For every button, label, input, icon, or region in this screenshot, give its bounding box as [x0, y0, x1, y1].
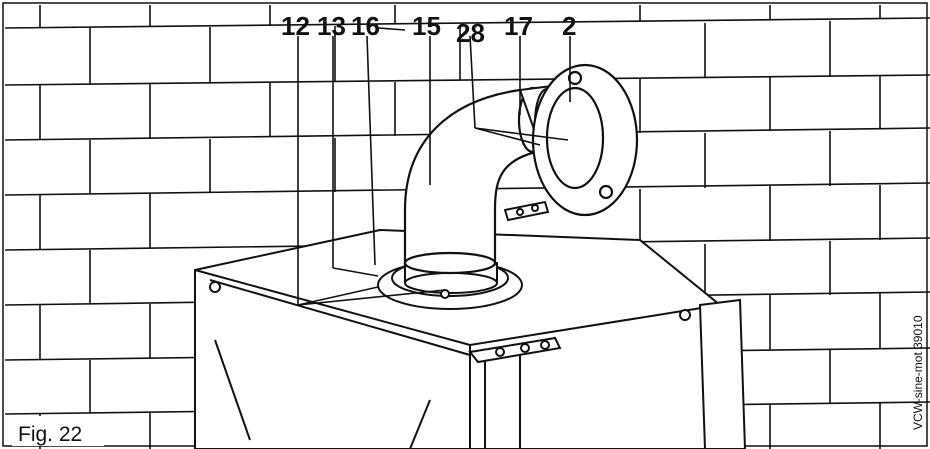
callout-16: 16 — [351, 11, 380, 41]
appliance-housing — [194, 228, 747, 449]
callout-13: 13 — [317, 11, 346, 41]
wall-rosette — [531, 63, 639, 217]
drawing-code: VCW-sine-mot 39010 — [911, 315, 925, 430]
callout-17: 17 — [504, 11, 533, 41]
pipe-clamp — [503, 200, 550, 222]
callout-12: 12 — [281, 11, 310, 41]
leader-lines — [297, 27, 571, 306]
callout-2: 2 — [562, 11, 576, 41]
mounting-bracket — [468, 336, 562, 364]
caption-box — [12, 416, 104, 446]
figure-caption: Fig. 22 — [18, 423, 82, 446]
callout-28: 28 — [456, 18, 485, 48]
callout-15: 15 — [412, 11, 441, 41]
